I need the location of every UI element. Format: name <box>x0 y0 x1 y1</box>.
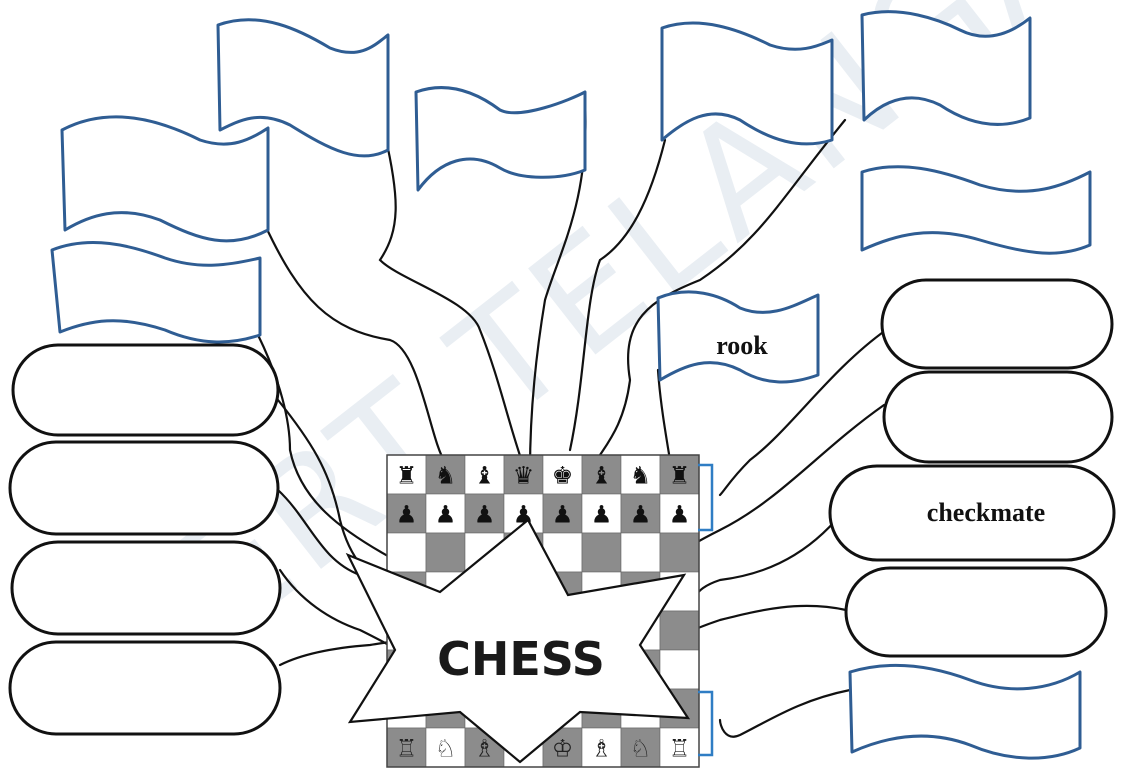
flag-3 <box>416 88 585 190</box>
bracket-bottom <box>698 692 712 755</box>
capsule-left-3 <box>12 542 280 634</box>
board-square <box>582 533 621 572</box>
black-pawn: ♟ <box>630 501 652 529</box>
black-pawn: ♟ <box>396 501 418 529</box>
board-brackets <box>698 465 712 755</box>
flag-1 <box>62 117 268 241</box>
black-piece: ♛ <box>513 462 535 490</box>
black-pawn: ♟ <box>669 501 691 529</box>
board-square <box>660 533 699 572</box>
capsule-left-1 <box>13 345 278 435</box>
connector-line <box>720 690 850 737</box>
black-piece: ♞ <box>435 462 457 490</box>
connector-line <box>680 520 836 605</box>
flag-2 <box>218 20 388 156</box>
black-piece: ♜ <box>669 462 691 490</box>
board-square <box>660 611 699 650</box>
black-piece: ♚ <box>552 462 574 490</box>
board-square <box>621 533 660 572</box>
black-piece: ♝ <box>591 462 613 490</box>
black-piece: ♝ <box>474 462 496 490</box>
flag-8 <box>850 665 1080 758</box>
black-pawn: ♟ <box>435 501 457 529</box>
capsule-right-1 <box>882 280 1112 368</box>
capsule-left-2 <box>10 442 278 534</box>
capsule-right-4 <box>846 568 1106 656</box>
label-rook: rook <box>716 331 768 360</box>
black-piece: ♞ <box>630 462 652 490</box>
white-piece: ♖ <box>396 735 418 763</box>
connector-line <box>658 370 670 460</box>
white-piece: ♖ <box>669 735 691 763</box>
white-piece: ♘ <box>435 735 457 763</box>
black-pawn: ♟ <box>474 501 496 529</box>
capsule-right-2 <box>884 372 1112 462</box>
board-square <box>426 533 465 572</box>
flag-4 <box>52 242 260 341</box>
title-chess: CHESS <box>437 632 605 686</box>
black-piece: ♜ <box>396 462 418 490</box>
black-pawn: ♟ <box>591 501 613 529</box>
flag-7 <box>862 167 1090 254</box>
black-pawn: ♟ <box>552 501 574 529</box>
bracket-top <box>698 465 712 530</box>
white-piece: ♘ <box>630 735 652 763</box>
label-checkmate: checkmate <box>927 498 1045 527</box>
capsule-left-4 <box>10 642 280 734</box>
white-piece: ♔ <box>552 735 574 763</box>
board-square <box>387 533 426 572</box>
white-piece: ♗ <box>591 735 613 763</box>
